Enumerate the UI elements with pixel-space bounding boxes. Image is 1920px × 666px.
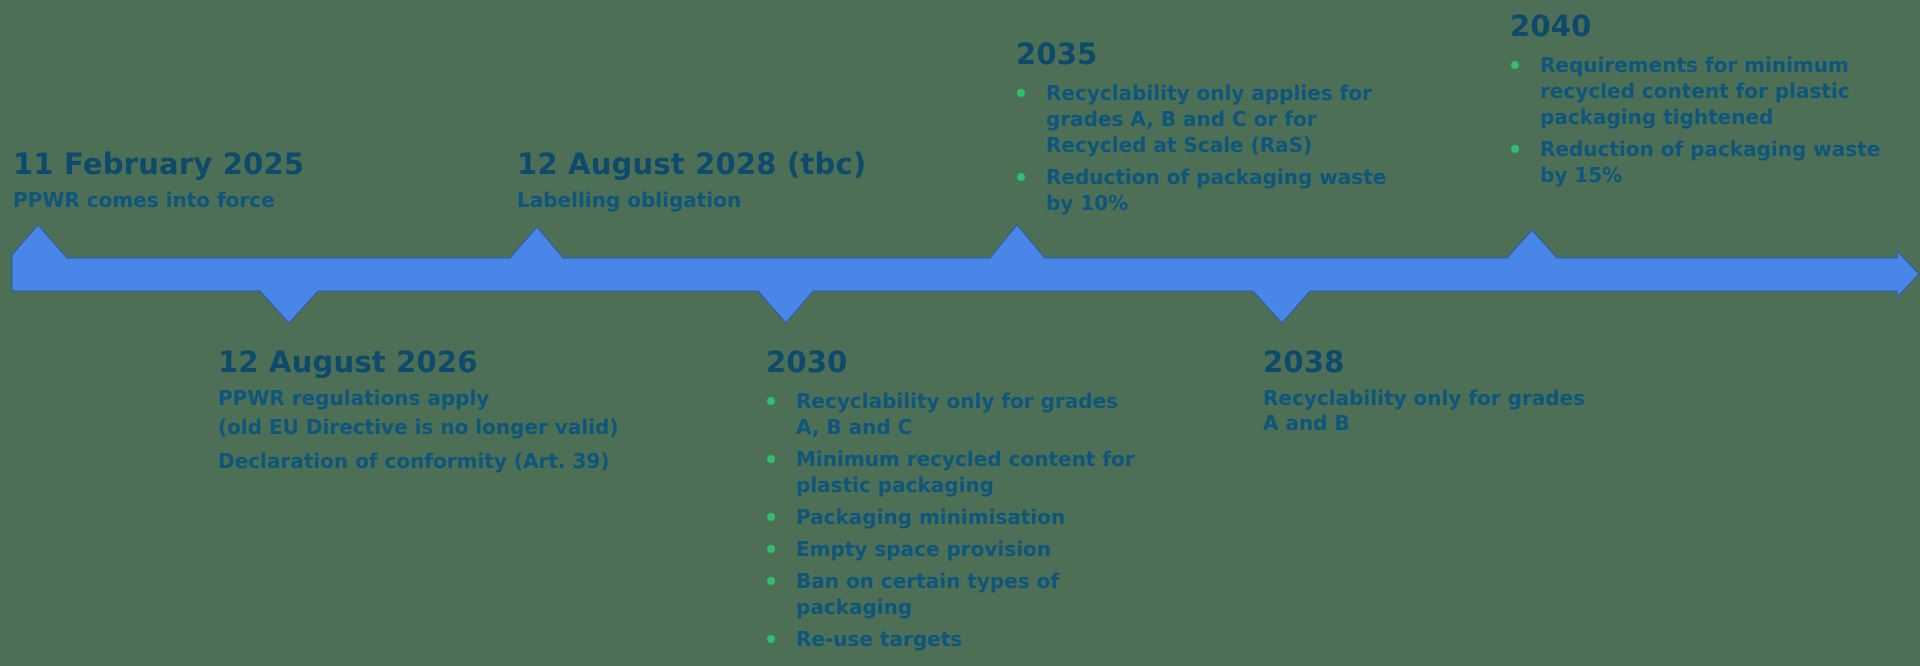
- milestone-2038-text: Recyclability only for grades A and B: [1263, 386, 1586, 435]
- bullet-dot-icon: [767, 513, 775, 521]
- milestone-2026-title: 12 August 2026: [218, 345, 478, 379]
- milestone-2026-text: PPWR regulations apply: [218, 386, 490, 410]
- milestone-2035: 2035 Recyclability only applies for grad…: [1016, 36, 1386, 222]
- milestone-2038: 2038 Recyclability only for grades A and…: [1263, 344, 1585, 440]
- milestone-2030: 2030 Recyclability only for grades A, B …: [766, 344, 1135, 658]
- milestone-2028-title: 12 August 2028 (tbc): [517, 147, 867, 181]
- milestone-2030-bullet-list: Recyclability only for grades A, B and C…: [766, 388, 1135, 652]
- bullet-item: Reduction of packaging waste by 15%: [1510, 136, 1880, 188]
- milestone-2028: 12 August 2028 (tbc) Labelling obligatio…: [517, 146, 866, 217]
- milestone-2028-text: Labelling obligation: [517, 188, 742, 212]
- bullet-item: Recyclability only for grades A, B and C: [766, 388, 1135, 440]
- bullet-dot-icon: [1511, 145, 1519, 153]
- bullet-dot-icon: [767, 455, 775, 463]
- milestone-2025-title: 11 February 2025: [13, 147, 305, 181]
- bullet-item: Empty space provision: [766, 536, 1135, 562]
- milestone-2035-title: 2035: [1016, 37, 1098, 71]
- bullet-dot-icon: [767, 397, 775, 405]
- bullet-item: Ban on certain types of packaging: [766, 568, 1135, 620]
- milestone-2025: 11 February 2025 PPWR comes into force: [13, 146, 304, 217]
- bullet-dot-icon: [1017, 173, 1025, 181]
- milestone-2040-title: 2040: [1510, 9, 1592, 43]
- milestone-2035-bullet-list: Recyclability only applies for grades A,…: [1016, 80, 1386, 216]
- bullet-item: Reduction of packaging waste by 10%: [1016, 164, 1386, 216]
- bullet-dot-icon: [1511, 61, 1519, 69]
- milestone-2040: 2040 Requirements for minimum recycled c…: [1510, 8, 1880, 194]
- bullet-dot-icon: [767, 577, 775, 585]
- bullet-item: Recyclability only applies for grades A,…: [1016, 80, 1386, 158]
- bullet-dot-icon: [1017, 89, 1025, 97]
- bullet-item: Packaging minimisation: [766, 504, 1135, 530]
- milestone-2038-title: 2038: [1263, 345, 1345, 379]
- milestone-2030-title: 2030: [766, 345, 848, 379]
- milestone-2040-bullet-list: Requirements for minimum recycled conten…: [1510, 52, 1880, 188]
- bullet-dot-icon: [767, 635, 775, 643]
- bullet-item: Requirements for minimum recycled conten…: [1510, 52, 1880, 130]
- timeline-arrow-shape: [11, 224, 1920, 324]
- milestone-2026-text: Declaration of conformity (Art. 39): [218, 449, 610, 473]
- milestone-2026: 12 August 2026 PPWR regulations apply (o…: [218, 344, 619, 478]
- bullet-item: Minimum recycled content for plastic pac…: [766, 446, 1135, 498]
- milestone-2026-text: (old EU Directive is no longer valid): [218, 415, 619, 439]
- bullet-dot-icon: [767, 545, 775, 553]
- bullet-item: Re-use targets: [766, 626, 1135, 652]
- milestone-2025-text: PPWR comes into force: [13, 188, 275, 212]
